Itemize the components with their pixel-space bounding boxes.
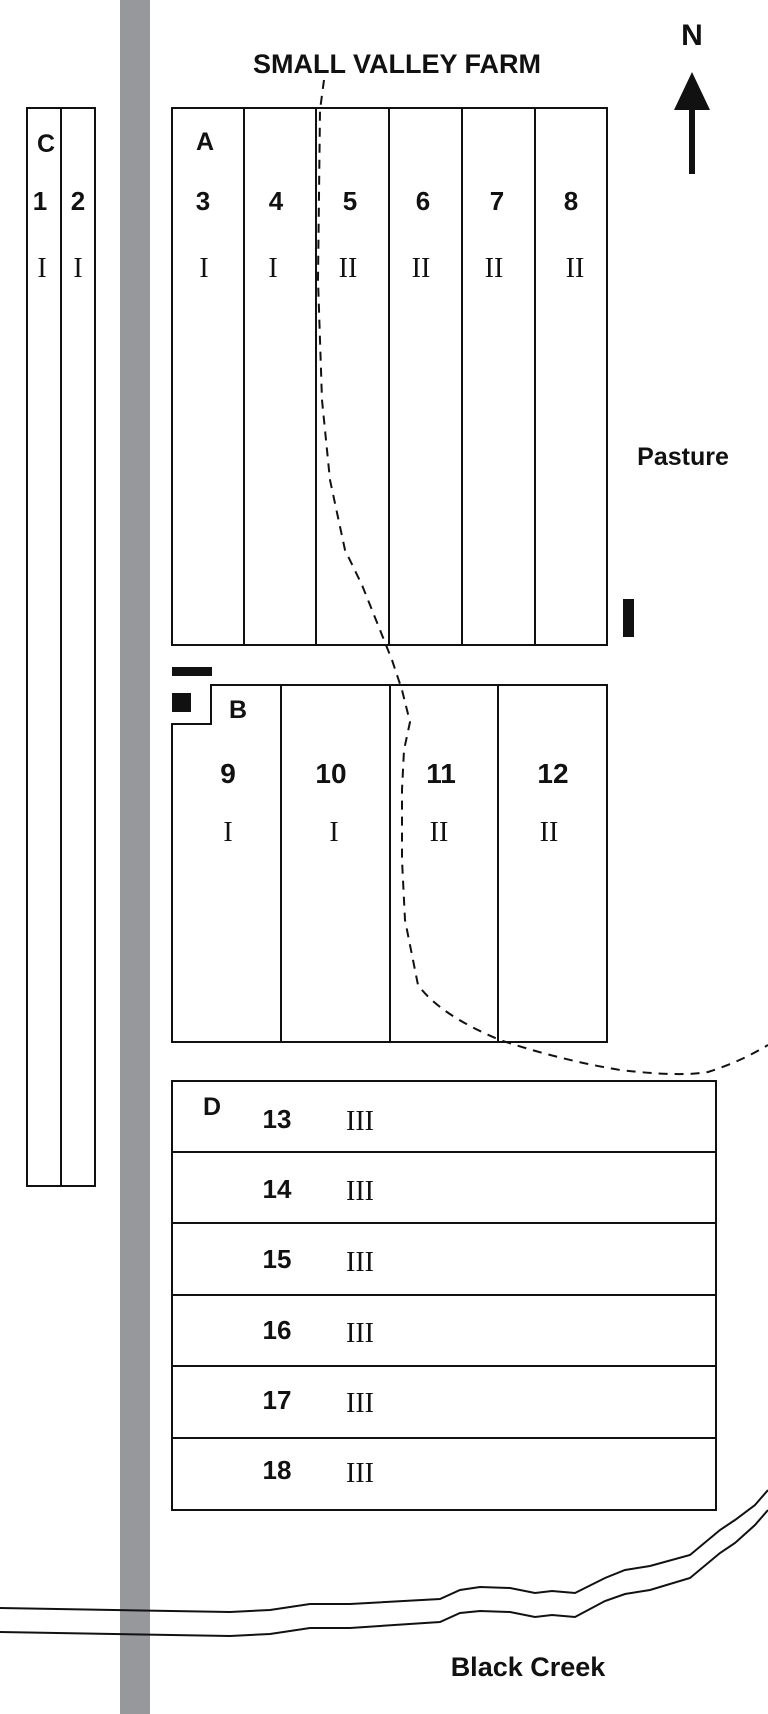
plot-class: I — [37, 253, 46, 284]
plot-number: 16 — [263, 1315, 292, 1345]
plot-number: 15 — [263, 1244, 292, 1274]
plot-14[interactable] — [171, 1151, 717, 1224]
plot-number: 10 — [315, 758, 346, 789]
section-c: C 1 2 I I — [26, 107, 96, 1187]
map-title: SMALL VALLEY FARM — [253, 49, 541, 79]
plot-5[interactable] — [315, 107, 390, 646]
plot-4[interactable] — [243, 107, 317, 646]
plot-number: 13 — [263, 1104, 292, 1134]
plot-class: II — [566, 253, 585, 284]
plot-3[interactable] — [171, 107, 245, 646]
plot-number: 17 — [263, 1385, 292, 1415]
plot-class: III — [346, 1458, 374, 1489]
plot-class: I — [199, 253, 208, 284]
plot-class: III — [346, 1388, 374, 1419]
plot-number: 5 — [343, 186, 357, 216]
section-a: A 3 4 5 6 7 8 I I II II II II — [171, 107, 608, 646]
plot-class: I — [73, 253, 82, 284]
plot-class: II — [485, 253, 504, 284]
plot-2[interactable] — [60, 107, 96, 1187]
plot-number: 4 — [269, 186, 284, 216]
section-label: A — [196, 128, 214, 156]
plot-class: II — [540, 817, 559, 848]
plot-class: II — [412, 253, 431, 284]
plot-number: 8 — [564, 186, 578, 216]
building-bar — [172, 667, 212, 676]
plot-number: 12 — [537, 758, 568, 789]
plot-8[interactable] — [534, 107, 608, 646]
plot-class: I — [223, 817, 232, 848]
plot-number: 1 — [33, 186, 47, 216]
plot-class: II — [339, 253, 358, 284]
plot-15[interactable] — [171, 1222, 717, 1296]
section-label: B — [229, 696, 247, 724]
black-creek — [0, 1489, 768, 1638]
section-label: C — [37, 130, 55, 158]
plot-class: I — [268, 253, 277, 284]
building-block — [172, 693, 191, 712]
pasture-label: Pasture — [637, 443, 729, 471]
plot-1[interactable] — [26, 107, 62, 1187]
plot-number: 14 — [263, 1174, 292, 1204]
plot-number: 9 — [220, 758, 236, 789]
plot-9[interactable] — [171, 684, 282, 1043]
plot-7[interactable] — [461, 107, 536, 646]
plot-class: III — [346, 1247, 374, 1278]
gate-marker — [623, 599, 634, 637]
plot-class: III — [346, 1318, 374, 1349]
plot-number: 6 — [416, 186, 430, 216]
section-d: D 13 14 15 16 17 18 III III III III III … — [171, 1080, 717, 1511]
plot-10[interactable] — [280, 684, 391, 1043]
section-b: B 9 10 11 12 I I II II — [171, 684, 608, 1043]
section-label: D — [203, 1093, 221, 1121]
plot-class: III — [346, 1176, 374, 1207]
plot-13[interactable] — [171, 1080, 717, 1153]
north-arrow-icon: N — [674, 19, 710, 174]
plot-11[interactable] — [389, 684, 499, 1043]
plot-number: 18 — [263, 1455, 292, 1485]
plot-class: II — [430, 817, 449, 848]
plot-class: I — [329, 817, 338, 848]
compass-label: N — [681, 19, 703, 52]
plot-12[interactable] — [497, 684, 608, 1043]
plot-number: 3 — [196, 186, 210, 216]
plot-number: 2 — [71, 186, 85, 216]
plot-17[interactable] — [171, 1365, 717, 1439]
plot-6[interactable] — [388, 107, 463, 646]
plot-number: 11 — [426, 758, 456, 789]
trail-path — [316, 79, 768, 1076]
plot-number: 7 — [490, 186, 504, 216]
creek-label: Black Creek — [451, 1652, 607, 1682]
road — [120, 0, 150, 1714]
plot-16[interactable] — [171, 1294, 717, 1367]
plot-class: III — [346, 1106, 374, 1137]
plot-18[interactable] — [171, 1437, 717, 1511]
